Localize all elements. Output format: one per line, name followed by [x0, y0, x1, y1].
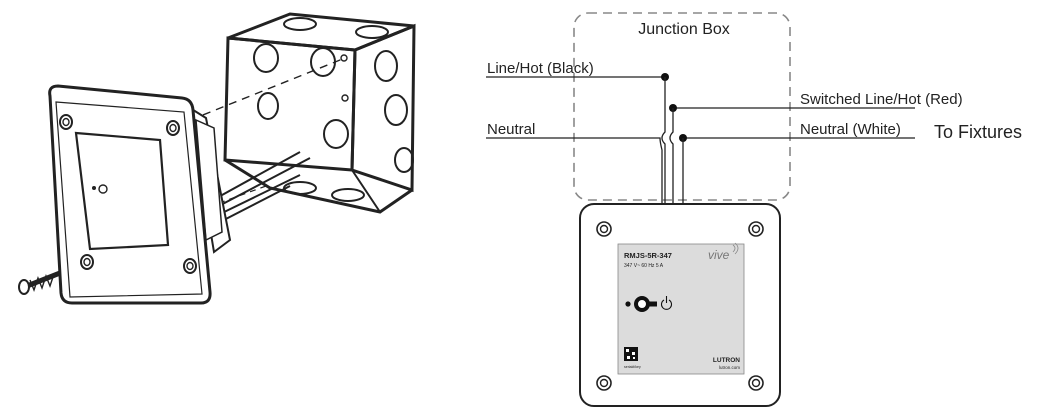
mounting-screw-lower — [18, 270, 63, 295]
to-fixtures-label: To Fixtures — [934, 122, 1022, 142]
line-hot-label: Line/Hot (Black) — [487, 60, 594, 77]
screw-hole-tl — [596, 221, 612, 237]
qr-code — [624, 347, 638, 361]
power-button — [634, 296, 657, 312]
lutron-website: lutron.com — [719, 365, 740, 370]
device-front-view: RMJS-5R-347 347 V~ 60 Hz 5 A vive — [579, 203, 781, 407]
installation-illustration — [18, 12, 416, 305]
junction-box-label: Junction Box — [638, 21, 730, 38]
device-plate — [48, 84, 232, 305]
qr-caption: serial#/key — [624, 365, 641, 369]
screw-hole-br — [748, 375, 764, 391]
lutron-logo: LUTRON — [713, 357, 740, 364]
switched-line-label: Switched Line/Hot (Red) — [800, 91, 963, 108]
device-model: RMJS-5R-347 — [624, 251, 672, 260]
power-icon — [660, 296, 673, 310]
neutral-in-label: Neutral — [487, 121, 535, 138]
status-led — [625, 301, 631, 307]
neutral-out-label: Neutral (White) — [800, 121, 901, 138]
junction-box-outline — [573, 12, 791, 201]
device-rating: 347 V~ 60 Hz 5 A — [624, 263, 664, 269]
wireless-signal-icon — [732, 242, 739, 255]
vive-logo: vive — [708, 248, 730, 262]
screw-hole-tr — [748, 221, 764, 237]
device-leads — [657, 77, 684, 205]
metal-junction-box — [223, 12, 416, 214]
screw-hole-bl — [596, 375, 612, 391]
wiring-schematic: Junction Box Line/Hot (Black) Neutral Sw… — [486, 12, 1022, 407]
connector-wires — [212, 151, 311, 223]
